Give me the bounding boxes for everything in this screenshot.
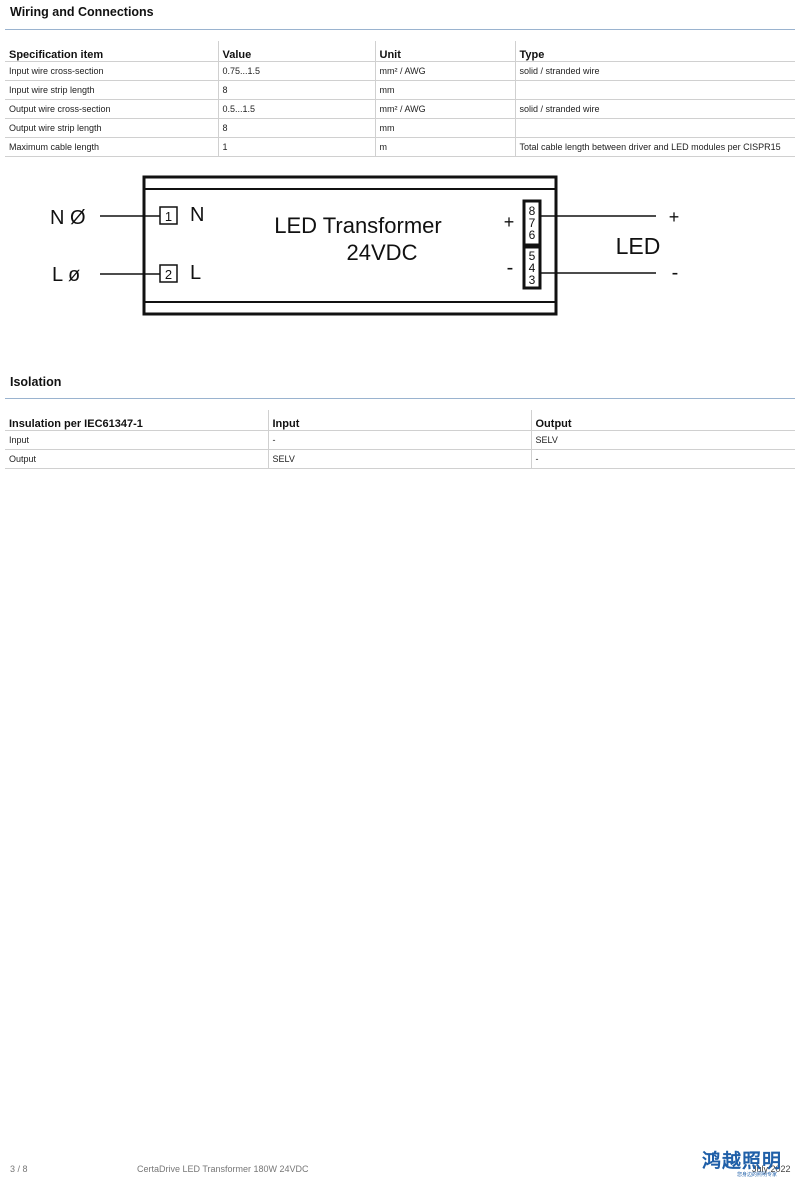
table-row: Input wire strip length 8 mm bbox=[5, 80, 795, 100]
wiring-header-type: Type bbox=[514, 41, 795, 62]
pin-6: 6 bbox=[529, 228, 536, 242]
table-cell: mm bbox=[374, 118, 515, 138]
table-row: Maximum cable length 1 m Total cable len… bbox=[5, 137, 795, 157]
table-row: Output wire cross-section 0.5...1.5 mm² … bbox=[5, 99, 795, 119]
table-cell: 0.5...1.5 bbox=[217, 99, 375, 119]
output-terminal-minus bbox=[522, 245, 542, 290]
table-row: Output SELV - bbox=[5, 449, 795, 469]
pin-3: 3 bbox=[529, 273, 536, 287]
wiring-header-unit: Unit bbox=[374, 41, 515, 62]
page-number: 3 / 8 bbox=[10, 1164, 28, 1174]
table-row: Output wire strip length 8 mm bbox=[5, 118, 795, 138]
transformer-housing bbox=[142, 175, 558, 316]
wiring-diagram: N Ø L ø 1 2 N L LED Transformer 24VDC + … bbox=[50, 175, 680, 316]
table-cell: Input wire cross-section bbox=[5, 61, 218, 81]
table-cell: Output bbox=[5, 449, 268, 469]
wiring-section-title: Wiring and Connections bbox=[10, 5, 154, 19]
wiring-header-spec-item: Specification item bbox=[5, 41, 218, 62]
table-cell: mm bbox=[374, 80, 515, 100]
pin-8: 8 bbox=[529, 204, 536, 218]
output-minus-inside: - bbox=[507, 257, 514, 279]
table-cell: 8 bbox=[217, 80, 375, 100]
table-cell: Input bbox=[5, 430, 268, 450]
terminal-1-box bbox=[159, 206, 178, 225]
terminal-2-box bbox=[159, 264, 178, 283]
isolation-section-title: Isolation bbox=[10, 375, 62, 389]
wiring-title-rule bbox=[5, 29, 795, 30]
output-plus-inside: + bbox=[504, 212, 515, 232]
isolation-title-rule bbox=[5, 398, 795, 399]
table-cell: Output wire cross-section bbox=[5, 99, 218, 119]
terminal-2-number: 2 bbox=[165, 267, 172, 282]
isolation-header-input: Input bbox=[267, 410, 531, 431]
isolation-header-output: Output bbox=[530, 410, 795, 431]
table-cell: 1 bbox=[217, 137, 375, 157]
led-label: LED bbox=[616, 233, 661, 259]
table-cell: 8 bbox=[217, 118, 375, 138]
table-cell: - bbox=[530, 449, 795, 469]
table-cell: Input wire strip length bbox=[5, 80, 218, 100]
table-cell: solid / stranded wire bbox=[514, 99, 795, 119]
input-n-label: N Ø bbox=[50, 207, 86, 229]
terminal-1-number: 1 bbox=[165, 209, 172, 224]
output-terminal-plus bbox=[522, 199, 542, 247]
table-cell: mm² / AWG bbox=[374, 61, 515, 81]
pin-5: 5 bbox=[529, 249, 536, 263]
table-cell: mm² / AWG bbox=[374, 99, 515, 119]
table-cell: m bbox=[374, 137, 515, 157]
terminal-l-label: L bbox=[190, 262, 201, 284]
wiring-header-row: Specification item Value Unit Type bbox=[5, 41, 795, 62]
isolation-header-row: Insulation per IEC61347-1 Input Output bbox=[5, 410, 795, 431]
transformer-name: LED Transformer bbox=[274, 213, 442, 238]
table-cell: Total cable length between driver and LE… bbox=[514, 137, 795, 157]
wiring-header-value: Value bbox=[217, 41, 375, 62]
brand-logo-tagline: 您身边的照明专家 bbox=[737, 1172, 778, 1178]
isolation-table: Insulation per IEC61347-1 Input Output I… bbox=[5, 410, 795, 469]
isolation-header-insulation: Insulation per IEC61347-1 bbox=[5, 410, 268, 431]
table-row: Input - SELV bbox=[5, 430, 795, 450]
table-cell bbox=[514, 80, 795, 100]
footer-date: July 2022 bbox=[752, 1164, 791, 1174]
table-cell: - bbox=[267, 430, 531, 450]
table-cell: SELV bbox=[267, 449, 531, 469]
table-cell: SELV bbox=[530, 430, 795, 450]
table-cell: 0.75...1.5 bbox=[217, 61, 375, 81]
table-cell: solid / stranded wire bbox=[514, 61, 795, 81]
input-l-label: L ø bbox=[52, 264, 80, 286]
brand-logo: 鸿越照明 bbox=[702, 1150, 783, 1172]
wiring-table: Specification item Value Unit Type Input… bbox=[5, 41, 795, 157]
footer-product-name: CertaDrive LED Transformer 180W 24VDC bbox=[137, 1164, 309, 1174]
table-cell: Output wire strip length bbox=[5, 118, 218, 138]
output-plus-label: + bbox=[669, 207, 680, 227]
table-cell bbox=[514, 118, 795, 138]
table-row: Input wire cross-section 0.75...1.5 mm² … bbox=[5, 61, 795, 81]
terminal-n-label: N bbox=[190, 204, 204, 226]
pin-7: 7 bbox=[529, 216, 536, 230]
output-minus-label: - bbox=[672, 262, 679, 284]
pin-4: 4 bbox=[529, 261, 536, 275]
table-cell: Maximum cable length bbox=[5, 137, 218, 157]
transformer-voltage: 24VDC bbox=[347, 240, 418, 265]
